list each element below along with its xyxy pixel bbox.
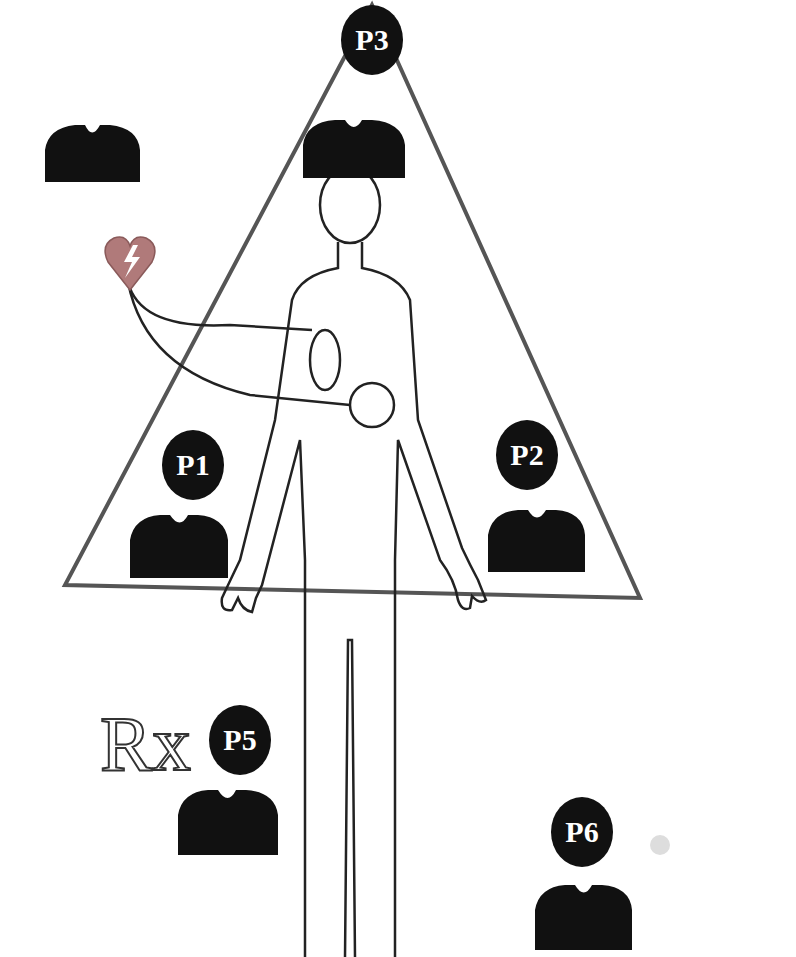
lead-wire [128, 282, 312, 330]
care-triangle [65, 5, 640, 598]
person-head: P6 [551, 797, 613, 867]
person-head: P1 [162, 430, 224, 500]
prescription-symbol: Rx [100, 705, 191, 783]
smudge [650, 835, 670, 855]
person-label: P5 [223, 725, 256, 755]
person-body [45, 120, 632, 950]
lightning-symbol [124, 245, 140, 278]
heart-icon [105, 237, 155, 290]
person-head: P5 [209, 705, 271, 775]
lead-wire [128, 282, 350, 405]
person-label: P1 [176, 450, 209, 480]
device-circle [350, 383, 394, 427]
device-oval [310, 330, 340, 390]
person-label: P2 [510, 440, 543, 470]
person-head: P2 [496, 420, 558, 490]
person-head: P3 [341, 5, 403, 75]
person-label: P6 [565, 817, 598, 847]
person-label: P3 [355, 25, 388, 55]
